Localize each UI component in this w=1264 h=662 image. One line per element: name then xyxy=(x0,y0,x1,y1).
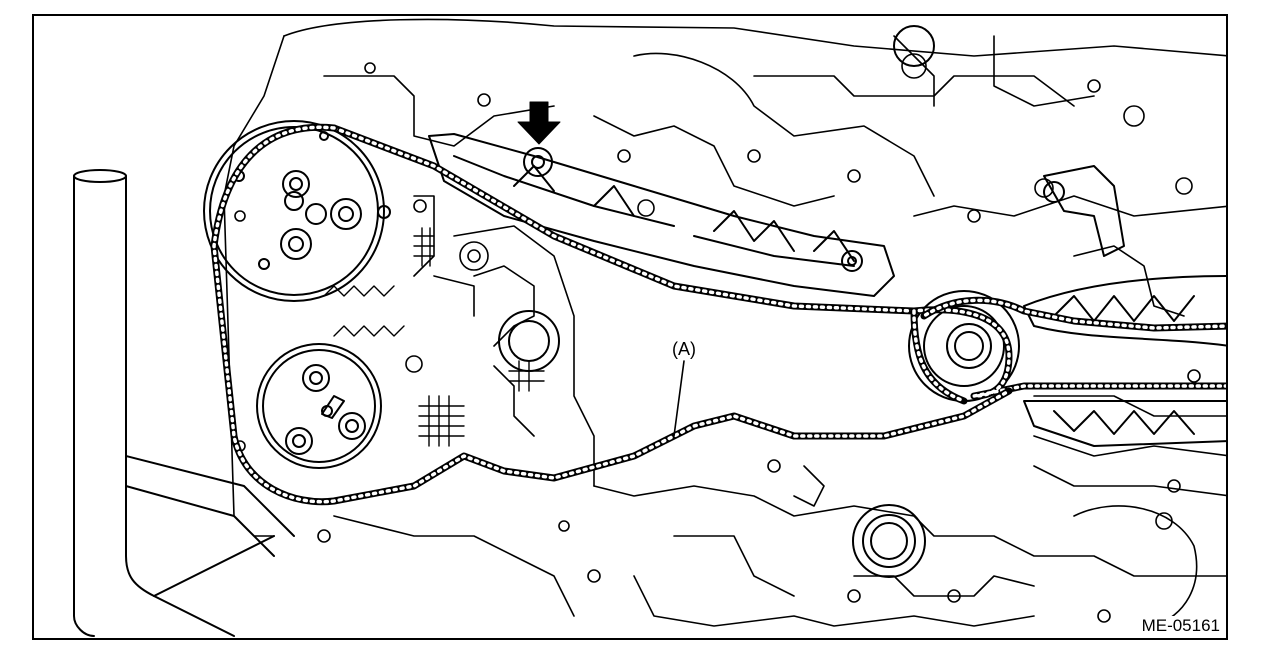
idler-sprocket xyxy=(908,290,1020,402)
oil-boss xyxy=(498,25,935,372)
coolant-pipe xyxy=(73,169,295,637)
callout-label-a: (A) xyxy=(672,339,696,359)
upper-chain-guide xyxy=(428,133,895,297)
down-arrow-icon xyxy=(517,101,561,145)
right-chain-guide-upper xyxy=(1023,275,1226,347)
bolt-holes xyxy=(234,53,1201,623)
timing-chain xyxy=(210,123,1226,506)
diagram-frame: (A) ME-05161 xyxy=(32,14,1228,640)
callout-leader-line xyxy=(673,360,685,437)
engine-block-outline xyxy=(223,18,1226,627)
timing-chain-illustration xyxy=(73,18,1226,637)
figure-code: ME-05161 xyxy=(1139,616,1222,636)
chain-tensioner xyxy=(1043,165,1125,257)
camshaft-sprocket-lower xyxy=(256,343,382,469)
guide-pivot-bolt xyxy=(523,147,553,177)
camshaft-sprocket-upper xyxy=(203,120,391,302)
right-chain-guide-lower xyxy=(1023,400,1226,447)
lower-pulley xyxy=(852,504,926,578)
